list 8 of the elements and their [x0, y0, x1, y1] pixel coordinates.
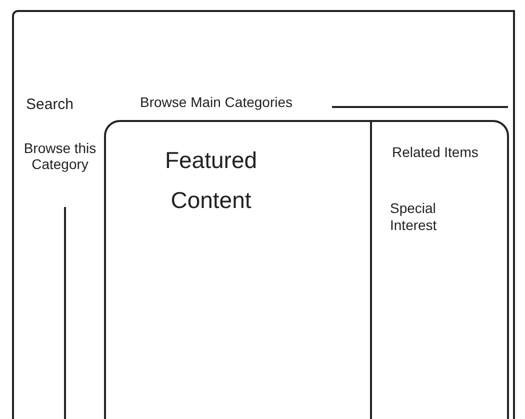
panel-title: Featured Content [164, 146, 258, 215]
nav-link: Search [26, 95, 74, 115]
nav-heading: Browse Main Categories [140, 93, 293, 112]
page-frame [12, 10, 515, 419]
column-link: Special Interest [390, 200, 438, 234]
column-link: Related Items [392, 144, 480, 161]
sidebar-heading: Browse this Category [22, 140, 98, 172]
content-panel [104, 120, 509, 419]
